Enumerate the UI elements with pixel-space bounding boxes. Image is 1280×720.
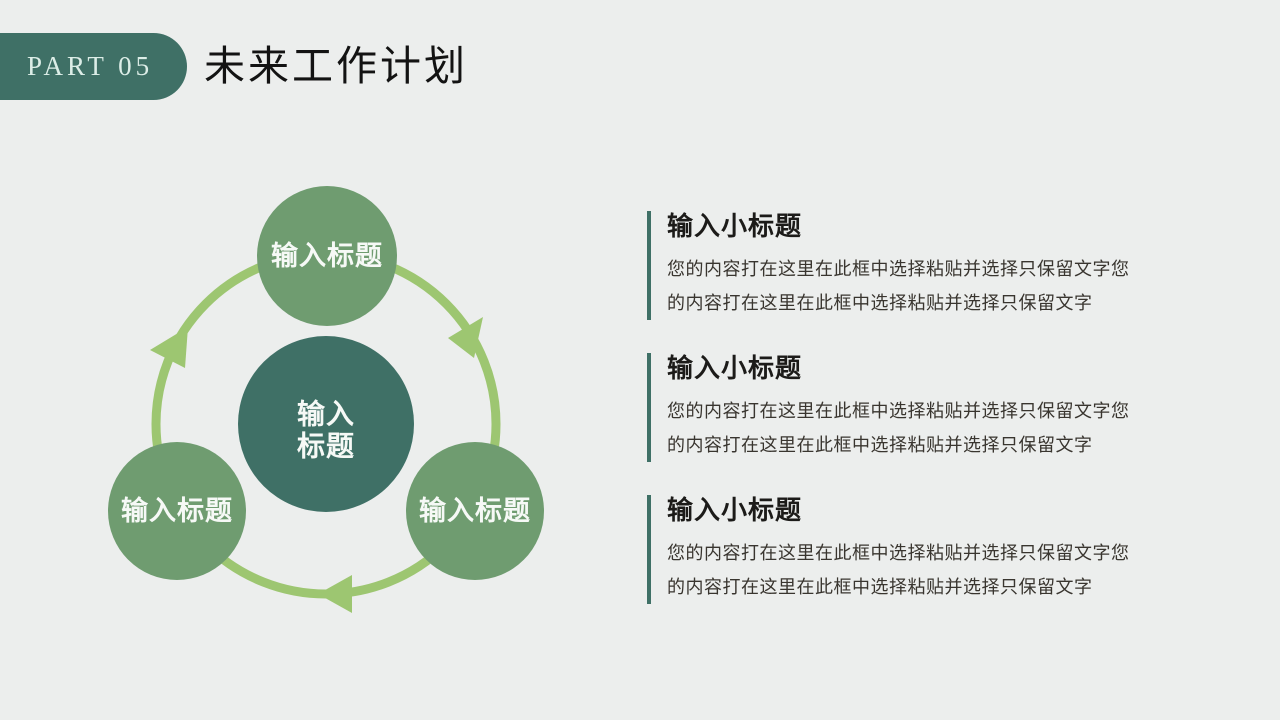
content-block: 输入小标题 您的内容打在这里在此框中选择粘贴并选择只保留文字您的内容打在这里在此…: [647, 495, 1162, 604]
part-badge-label: PART 05: [27, 51, 154, 81]
block-heading: 输入小标题: [667, 212, 803, 241]
block-body: 您的内容打在这里在此框中选择粘贴并选择只保留文字您的内容打在这里在此框中选择粘贴…: [667, 401, 1130, 455]
arrowhead-left-icon: [150, 327, 188, 368]
node-circle-top: [257, 186, 397, 326]
node-label-bottom-right: 输入标题: [419, 495, 531, 526]
block-heading: 输入小标题: [667, 354, 803, 383]
center-circle: [238, 336, 414, 512]
accent-bar: [647, 211, 651, 320]
node-label-top: 输入标题: [271, 240, 383, 271]
center-label-line1: 输入: [297, 398, 355, 431]
center-label-line2: 标题: [297, 431, 355, 463]
accent-bar: [647, 495, 651, 604]
block-body: 您的内容打在这里在此框中选择粘贴并选择只保留文字您的内容打在这里在此框中选择粘贴…: [667, 543, 1130, 597]
node-circle-bottom-right: [406, 442, 544, 580]
content-block: 输入小标题 您的内容打在这里在此框中选择粘贴并选择只保留文字您的内容打在这里在此…: [647, 211, 1162, 320]
slide-title: 未来工作计划: [204, 43, 468, 89]
part-badge: PART 05: [0, 33, 187, 100]
node-circle-bottom-left: [108, 442, 246, 580]
content-column: 输入小标题 您的内容打在这里在此框中选择粘贴并选择只保留文字您的内容打在这里在此…: [647, 211, 1162, 637]
content-block: 输入小标题 您的内容打在这里在此框中选择粘贴并选择只保留文字您的内容打在这里在此…: [647, 353, 1162, 462]
block-heading: 输入小标题: [667, 496, 803, 525]
arrowhead-bottom-icon: [318, 575, 352, 613]
block-body: 您的内容打在这里在此框中选择粘贴并选择只保留文字您的内容打在这里在此框中选择粘贴…: [667, 259, 1130, 313]
accent-bar: [647, 353, 651, 462]
cycle-diagram: 输入标题 输入标题 输入标题 输入 标题: [108, 186, 544, 613]
arrowhead-top-right-icon: [448, 317, 483, 358]
node-label-bottom-left: 输入标题: [121, 495, 233, 526]
